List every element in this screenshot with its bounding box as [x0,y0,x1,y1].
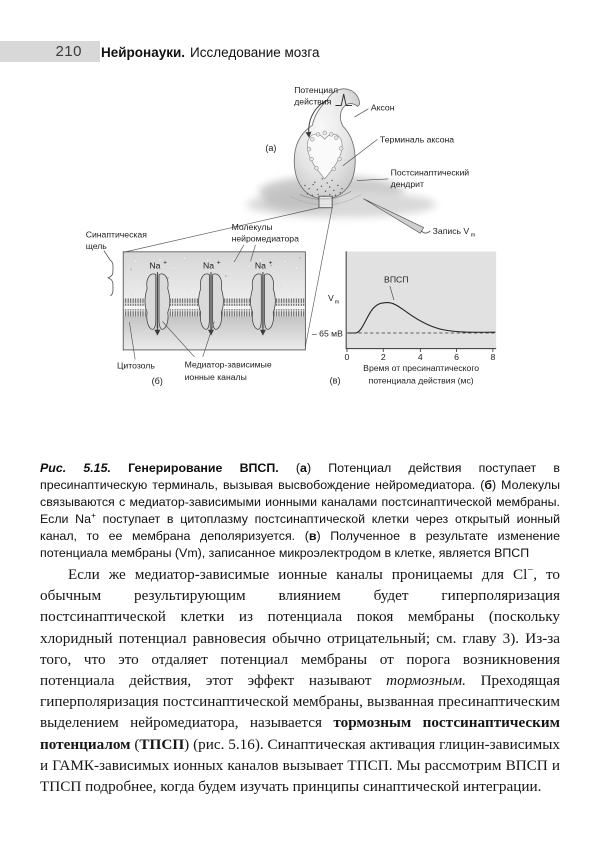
na-ion-label: Na [255,261,266,271]
action-potential-label: действия [294,97,331,107]
magnification-lines [123,207,333,349]
x-axis-label: потенциала действия (мс) [369,375,474,385]
book-title: Нейронауки. [101,45,186,60]
x-tick-label: 8 [490,352,495,362]
figure-5-15: Потенциал действия Аксон (а) Терминаль а… [86,85,497,386]
action-potential-label: Потенциал [294,85,338,95]
zoom-rect [318,195,333,209]
na-ion-label: Na [203,261,214,271]
chapter-title: Исследование мозга [190,45,320,60]
figure-caption: Рис. 5.15. Генерирование ВПСП. (а) Потен… [40,461,561,560]
plot-area [346,251,497,349]
action-potential-arrow [305,99,329,138]
panel-a-drawing: Потенциал действия Аксон (а) Терминаль а… [123,85,476,349]
cleft-bracket [103,250,114,297]
panel-b-drawing: Na + Na + Na + Синаптическая щель [86,222,306,386]
epsp-label: ВПСП [384,275,408,285]
channel-label: ионные каналы [185,372,247,382]
x-ticks [346,348,494,352]
molecule-leaders [233,244,256,263]
molecules-label: Молекулы [232,222,273,232]
panel-b-frame [122,251,306,351]
dendrite-label: Постсинаптический [391,168,470,178]
running-header: Нейронауки. Исследование мозга [101,45,319,60]
terminal-label: Терминаль аксона [380,135,454,145]
page-number: 210 [55,43,82,60]
neurotransmitter-dots [129,256,301,296]
x-tick-label: 4 [418,352,423,362]
graph-axes [345,251,497,350]
electrode-needle [363,198,431,234]
panel-c-drawing: ВПСП V m – 65 мВ 0 2 4 6 8 Время от прес… [312,251,497,385]
dendrite-label: дендрит [391,179,424,189]
page-number-box: 210 [0,41,100,62]
label-leaders-b [129,321,215,360]
leader-lines-a [342,108,389,181]
x-tick-label: 0 [345,352,350,362]
synaptic-vesicles [306,130,344,172]
na-ion-label-sup: + [217,260,221,267]
x-tick-label: 2 [381,352,386,362]
recording-label-sub: m [471,233,476,239]
cleft-label: Синаптическая [86,229,148,239]
epsp-leader [389,285,395,301]
axon-label: Аксон [371,102,395,112]
x-axis-label: Время от пресинаптического [363,363,479,373]
synapse-terminal [289,88,362,206]
vm-axis-label-sub: m [335,299,340,305]
spike-icon [335,93,352,107]
panel-c-tag: (в) [330,375,341,385]
active-zone-stipple [304,178,343,197]
cytosol-label: Цитозоль [117,360,155,370]
channel-label: Медиатор-зависимые [185,360,272,370]
na-ion-label: Na [149,261,160,271]
na-ion-label-sup: + [163,260,167,267]
cleft-label: щель [86,241,108,251]
panel-b-tag: (б) [152,376,163,386]
na-ion-label-sup: + [269,260,273,267]
na-flux-arrows [154,272,266,336]
baseline-value-label: – 65 мВ [312,328,343,338]
body-paragraph: Если же медиатор-зависимые ионные каналы… [40,564,560,796]
vm-axis-label: V [328,293,334,303]
molecules-label: нейромедиатора [232,234,300,244]
x-tick-label: 6 [454,352,459,362]
panel-a-tag: (а) [265,143,276,153]
epsp-curve [347,301,496,334]
recording-label: Запись V [433,226,470,236]
